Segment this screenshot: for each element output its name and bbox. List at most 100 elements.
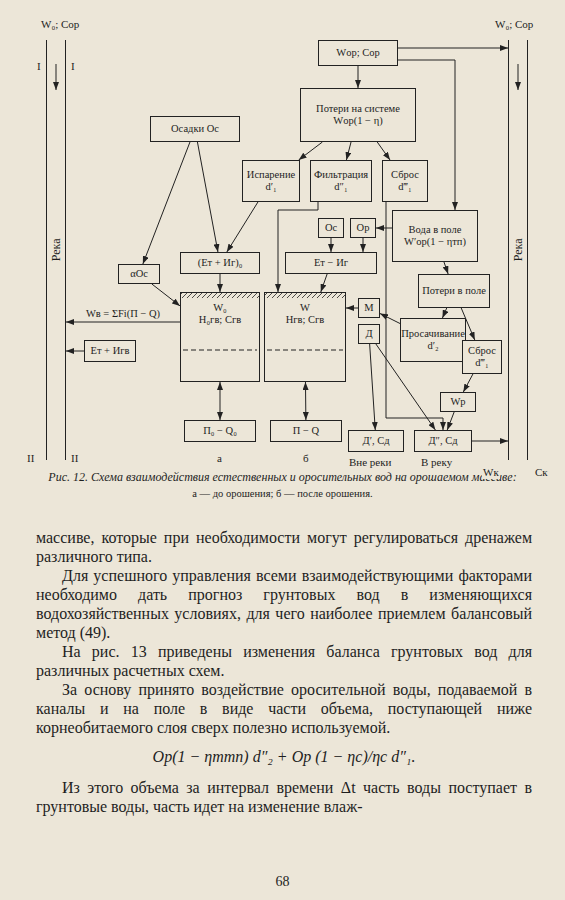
flow-connector bbox=[321, 274, 327, 292]
flow-connector bbox=[299, 142, 323, 160]
flow-connector bbox=[472, 441, 508, 442]
flow-connector bbox=[220, 274, 221, 292]
node-text: П − Q bbox=[293, 425, 319, 437]
text-label: W₀; Cор bbox=[494, 18, 534, 31]
node-text: Eт + Игв bbox=[90, 345, 129, 357]
flow-connector bbox=[370, 344, 376, 430]
node-text: αOс bbox=[130, 268, 148, 280]
process-box: Wр bbox=[440, 392, 476, 412]
process-box: αOс bbox=[118, 264, 160, 284]
node-text: Сброс d‴₁ bbox=[466, 345, 498, 369]
river-band: Река bbox=[46, 40, 66, 460]
text-label: б bbox=[302, 452, 310, 465]
process-box: (Eт + Иг)₀ bbox=[180, 252, 260, 274]
node-text: Д bbox=[365, 328, 372, 340]
node-text: Oр bbox=[357, 222, 370, 234]
process-box: Eт − Иг bbox=[285, 252, 377, 274]
outflow-box: Д″, Cд bbox=[414, 430, 472, 452]
flow-connector bbox=[227, 202, 258, 252]
process-box: Oс bbox=[318, 218, 344, 238]
node-text: Осадки Oс bbox=[171, 123, 219, 135]
text-label: Wк bbox=[482, 466, 500, 479]
flow-connector bbox=[380, 314, 400, 324]
flow-connector bbox=[66, 351, 84, 352]
body-paragraph: массиве, которые при необходимости могут… bbox=[36, 528, 532, 566]
node-text: Река bbox=[511, 237, 525, 264]
process-box: Вода в поле W′ор(1 − ηтп) bbox=[392, 210, 478, 262]
node-text: W₀ bbox=[213, 302, 227, 314]
loss-box: Потери в поле bbox=[418, 274, 490, 308]
node-text: Потери в поле bbox=[422, 285, 486, 297]
node-text: П₀ − Q₀ bbox=[203, 425, 237, 437]
process-box: Испарение d′₁ bbox=[242, 160, 300, 202]
flow-arrow bbox=[56, 64, 57, 90]
text-label: W₀; Cор bbox=[40, 18, 80, 31]
flow-connector bbox=[220, 382, 221, 420]
flow-connector bbox=[398, 48, 508, 49]
node-text: Вода в поле W′ор(1 − ηтп) bbox=[396, 224, 474, 248]
flow-connector bbox=[358, 66, 359, 88]
figure-caption: Рис. 12. Схема взаимодействия естественн… bbox=[30, 470, 535, 485]
node-text: Просачивание d′₂ bbox=[401, 328, 465, 352]
node-text: W bbox=[300, 302, 310, 314]
caption-subline: а — до орошения; б — после орошения. bbox=[30, 487, 535, 501]
process-box: Д bbox=[358, 324, 380, 344]
body-paragraph: Для успешного управления всеми взаимодей… bbox=[36, 566, 532, 642]
balance-box: П − Q bbox=[270, 420, 342, 442]
caption-block: Рис. 12. Схема взаимодействия естественн… bbox=[30, 470, 535, 501]
flow-connector bbox=[278, 202, 318, 292]
ground-hatch bbox=[181, 293, 259, 298]
node-text: Wор; Cор bbox=[336, 47, 379, 59]
process-box: Сброс d‴₁ bbox=[382, 160, 428, 202]
node-text: М bbox=[364, 302, 373, 314]
text-label: II bbox=[26, 452, 35, 465]
node-text: Eт − Иг bbox=[314, 257, 348, 269]
flow-connector bbox=[376, 228, 392, 229]
text-label: Вне реки bbox=[348, 456, 392, 469]
node-text: Wр bbox=[450, 396, 465, 408]
text-label: II bbox=[70, 452, 79, 465]
edge-label: Wв = ΣFi(П − Q) bbox=[85, 308, 161, 319]
node-text: Река bbox=[49, 237, 63, 264]
loss-box: Потери на системе Wор(1 − η) bbox=[300, 88, 416, 142]
flow-connector bbox=[447, 412, 454, 430]
node-text: Потери на системе Wор(1 − η) bbox=[304, 103, 412, 127]
flow-connector bbox=[197, 142, 218, 252]
text-label: Cк bbox=[534, 466, 549, 479]
text-label: I bbox=[70, 60, 76, 73]
flow-connector bbox=[305, 382, 306, 420]
process-box: М bbox=[358, 298, 380, 318]
node-text: (Eт + Иг)₀ bbox=[198, 257, 243, 269]
node-text: Hгв; Cгв bbox=[286, 314, 325, 326]
soil-column: WHгв; Cгв bbox=[264, 292, 346, 382]
flow-connector bbox=[442, 308, 446, 318]
body-text: массиве, которые при необходимости могут… bbox=[36, 528, 532, 816]
body-paragraph: За основу принято воздействие оросительн… bbox=[36, 680, 532, 737]
text-label: В реку bbox=[420, 456, 453, 469]
outflow-box: Д′, Cд bbox=[348, 430, 404, 452]
node-text: Фильтрация d″₁ bbox=[314, 169, 368, 193]
flow-connector bbox=[363, 238, 364, 252]
flow-arrow bbox=[518, 64, 519, 90]
water-table bbox=[267, 350, 343, 351]
process-box: Oр bbox=[350, 218, 376, 238]
flow-connector bbox=[463, 374, 473, 392]
page-number: 68 bbox=[0, 874, 565, 890]
water-table bbox=[183, 350, 257, 351]
text-label: а bbox=[216, 452, 223, 465]
node-text: Сброс d‴₁ bbox=[386, 169, 424, 193]
process-box: Eт + Игв bbox=[84, 340, 136, 362]
flow-connector bbox=[331, 238, 332, 252]
node-text: Oс bbox=[325, 222, 337, 234]
formula: Oр(1 − ηтmn) d″₂ + Oр (1 − ηс)/ηс d″₁. bbox=[36, 747, 532, 766]
body-paragraph: На рис. 13 приведены изменения баланса г… bbox=[36, 642, 532, 680]
source-box: Wор; Cор bbox=[318, 40, 398, 66]
soil-column: W₀H₀гв; Cгв bbox=[180, 292, 260, 382]
text-label: I bbox=[36, 60, 42, 73]
node-text: Д″, Cд bbox=[428, 435, 457, 447]
flow-connector bbox=[66, 322, 180, 323]
process-box: Просачивание d′₂ bbox=[400, 318, 466, 362]
flow-connector bbox=[346, 142, 351, 160]
process-box: Фильтрация d″₁ bbox=[310, 160, 372, 202]
